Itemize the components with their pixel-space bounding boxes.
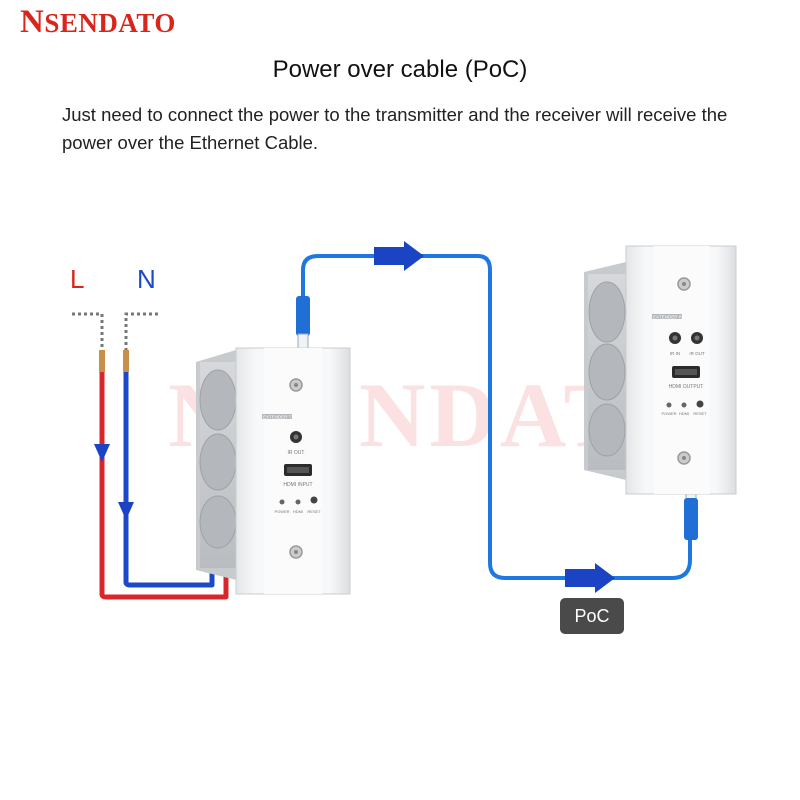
flow-arrow-top — [374, 241, 424, 271]
poc-badge: PoC — [560, 598, 624, 634]
rx-led-label: POWER — [661, 411, 676, 416]
live-label: L — [70, 264, 85, 294]
tx-led-label: RESET — [307, 509, 321, 514]
neutral-wire — [123, 372, 215, 588]
neutral-label: N — [137, 264, 156, 294]
rx-model-label: EXTENDER RX — [653, 315, 685, 320]
wire-flow-arrow — [118, 502, 134, 520]
live-copper-end — [99, 350, 105, 372]
neutral-copper-end — [123, 350, 129, 372]
transmitter-wall-plate — [196, 347, 351, 595]
tx-model-label: EXTENDER TX — [263, 415, 294, 420]
wire-flow-arrow — [94, 444, 110, 462]
tx-hdmi-port-label: HDMI INPUT — [283, 482, 312, 488]
rx-led-label: RESET — [693, 411, 707, 416]
rx-hdmi-port-label: HDMI OUTPUT — [669, 384, 704, 390]
ethernet-cable — [301, 254, 692, 580]
tx-ir-port-label: IR OUT — [288, 450, 305, 456]
live-wire — [99, 372, 229, 600]
receiver-wall-plate — [584, 245, 737, 495]
rx-ir-out-label: IR OUT — [689, 351, 705, 356]
tx-led-label: HDMI — [293, 509, 303, 514]
flow-arrow-bottom — [565, 563, 615, 593]
rj45-connector-rx — [684, 487, 698, 540]
power-lead-dotted — [72, 312, 158, 350]
brand-logo: NSENDATO — [20, 4, 176, 40]
rj45-connector-tx — [296, 296, 310, 349]
description-text: Just need to connect the power to the tr… — [62, 104, 728, 153]
rx-ir-in-label: IR IN — [670, 351, 680, 356]
rx-led-label: HDMI — [679, 411, 689, 416]
page-title: Power over cable (PoC) — [272, 56, 528, 83]
tx-led-label: POWER — [274, 509, 289, 514]
